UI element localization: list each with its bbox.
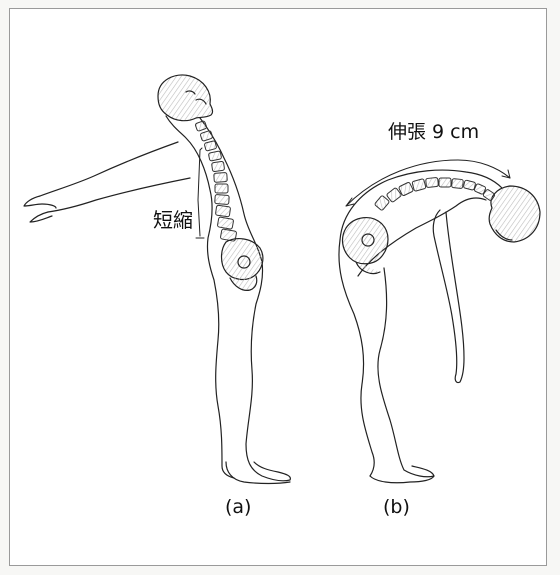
skull-icon-b (489, 186, 540, 242)
shortening-bracket (196, 148, 204, 238)
arm-upper-a (40, 142, 178, 196)
pelvis-icon-a (222, 239, 263, 291)
figure-a (24, 75, 290, 484)
leg-back-b (339, 240, 374, 476)
panel-a-label: (a) (225, 496, 251, 518)
skull-icon-a (158, 75, 213, 121)
figure-b (339, 160, 540, 483)
spine-b (374, 177, 495, 210)
panel-b-label: (b) (383, 496, 410, 518)
shortening-label: 短縮 (153, 204, 193, 233)
spine-a (195, 121, 237, 242)
hand-a (24, 196, 56, 222)
arm-b (433, 210, 464, 383)
stretch-label: 伸張 9 cm (388, 117, 479, 144)
leg-front-b (378, 268, 434, 477)
pelvis-icon-b (343, 218, 388, 274)
body-outline-front-a (200, 118, 290, 481)
